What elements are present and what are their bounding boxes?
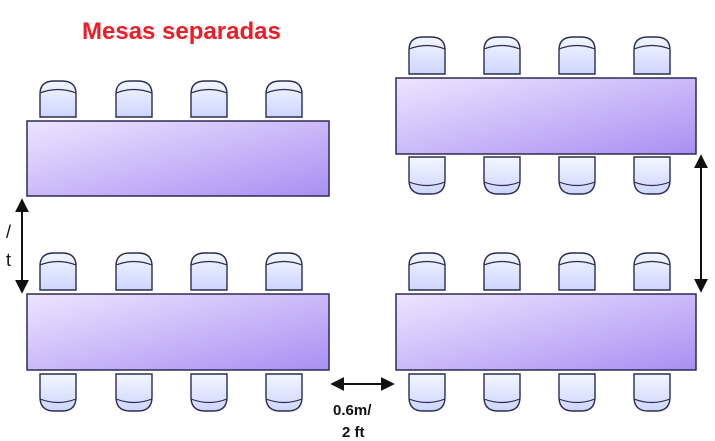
chair	[190, 373, 228, 412]
chair	[39, 252, 77, 291]
table-layout-diagram	[15, 36, 708, 412]
chair	[39, 80, 77, 118]
chair	[265, 373, 303, 412]
chair	[190, 252, 228, 291]
chair	[483, 156, 521, 195]
table-group-top-right	[395, 36, 697, 195]
chair	[408, 156, 446, 195]
chair	[558, 252, 596, 291]
chair	[39, 373, 77, 412]
chair	[633, 156, 671, 195]
chair	[558, 156, 596, 195]
chair	[408, 36, 446, 75]
table	[26, 293, 330, 371]
table	[395, 293, 697, 371]
chair	[115, 373, 153, 412]
diagram-title: Mesas separadas	[82, 18, 281, 45]
table	[26, 120, 330, 197]
table-group-bottom-left	[26, 252, 330, 412]
left-edge-text-1: /	[6, 222, 12, 242]
table-group-top-left	[26, 80, 330, 197]
chair	[115, 80, 153, 118]
chair	[483, 252, 521, 291]
chair	[483, 36, 521, 75]
table-group-bottom-right	[395, 252, 697, 412]
chair	[408, 252, 446, 291]
chair	[633, 36, 671, 75]
diagram-canvas: Mesas separadas 0.6m/ 2 ft / t	[6, 18, 708, 441]
table	[395, 77, 697, 155]
left-edge-text-2: t	[6, 250, 12, 270]
chair	[558, 36, 596, 75]
spacing-label-cut: 2 ft	[342, 424, 365, 441]
chair	[633, 373, 671, 412]
chair	[265, 252, 303, 291]
chair	[115, 252, 153, 291]
chair	[408, 373, 446, 412]
spacing-label: 0.6m/	[333, 402, 372, 419]
chair	[558, 373, 596, 412]
chair	[265, 80, 303, 118]
chair	[190, 80, 228, 118]
chair	[483, 373, 521, 412]
chair	[633, 252, 671, 291]
